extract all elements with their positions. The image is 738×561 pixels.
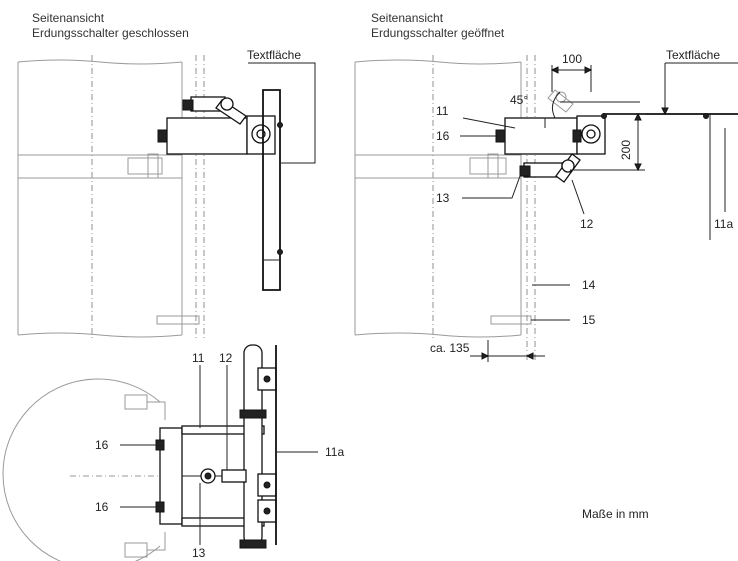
mounting-plate bbox=[262, 89, 281, 291]
ref-12-bottom: 12 bbox=[219, 351, 233, 365]
dim-200: 200 bbox=[619, 140, 633, 160]
lower-bolt bbox=[156, 315, 200, 325]
ref-13-bottom: 13 bbox=[192, 546, 206, 560]
angle-arc bbox=[551, 91, 561, 119]
ref-16-bottom-lower: 16 bbox=[95, 500, 109, 514]
ref-12-right: 12 bbox=[580, 217, 594, 231]
mast-outline bbox=[17, 62, 183, 335]
ref-14: 14 bbox=[582, 278, 596, 292]
ref-11a-bottom: 11a bbox=[325, 445, 344, 459]
ref-11-right: 11 bbox=[436, 104, 449, 118]
side-view-open: 100 200 45° Textfläche 11a 11 16 13 12 1… bbox=[354, 48, 738, 362]
text-area-label-left: Textfläche bbox=[247, 48, 301, 62]
dim-135: ca. 135 bbox=[430, 341, 470, 355]
right-view-title: Seitenansicht bbox=[371, 11, 444, 25]
side-view-closed: Textfläche bbox=[17, 48, 316, 340]
ref-13-right: 13 bbox=[436, 191, 450, 205]
ref-16-bottom-top: 16 bbox=[95, 438, 109, 452]
switch-arm-open bbox=[504, 117, 578, 155]
text-area-leader bbox=[248, 62, 316, 164]
dim-100: 100 bbox=[562, 52, 582, 66]
switch-arm bbox=[166, 117, 248, 155]
left-view-title: Seitenansicht bbox=[32, 11, 105, 25]
angle-45: 45° bbox=[510, 93, 528, 107]
units-note: Maße in mm bbox=[582, 507, 649, 521]
mast-circle bbox=[2, 378, 161, 561]
text-area-label-right: Textfläche bbox=[666, 48, 720, 62]
ref-11-bottom: 11 bbox=[192, 351, 205, 365]
right-view-subtitle: Erdungsschalter geöffnet bbox=[371, 26, 505, 40]
ref-16-right: 16 bbox=[436, 129, 450, 143]
clamp-bolt bbox=[127, 157, 163, 175]
ref-11a-right: 11a bbox=[714, 217, 733, 231]
ref-15: 15 bbox=[582, 313, 596, 327]
left-view-subtitle: Erdungsschalter geschlossen bbox=[32, 26, 189, 40]
top-view: 11 12 16 16 11a 13 bbox=[2, 344, 344, 561]
